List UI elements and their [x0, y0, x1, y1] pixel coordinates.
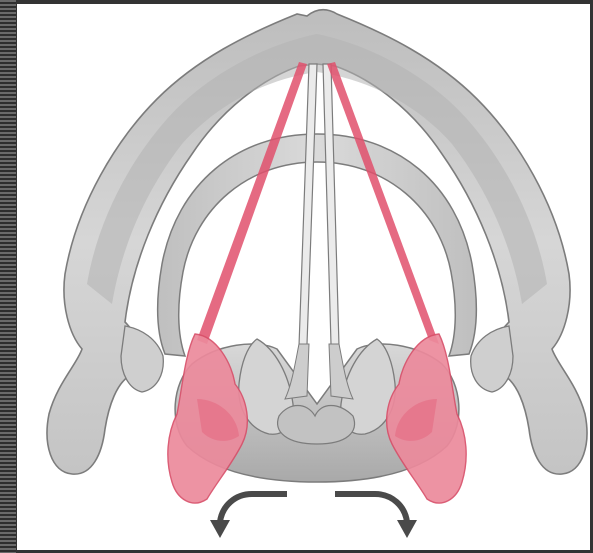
right-vocal-ligament — [323, 64, 339, 346]
illustration-canvas — [17, 4, 590, 550]
arrow-curved-left-icon — [210, 494, 287, 538]
film-strip-border — [0, 0, 16, 553]
larynx-illustration — [17, 4, 590, 550]
left-vocal-ligament — [299, 64, 317, 346]
left-cricothyroid-joint — [121, 326, 163, 392]
right-cricothyroid-joint — [471, 326, 513, 392]
arrow-curved-right-icon — [335, 494, 417, 538]
